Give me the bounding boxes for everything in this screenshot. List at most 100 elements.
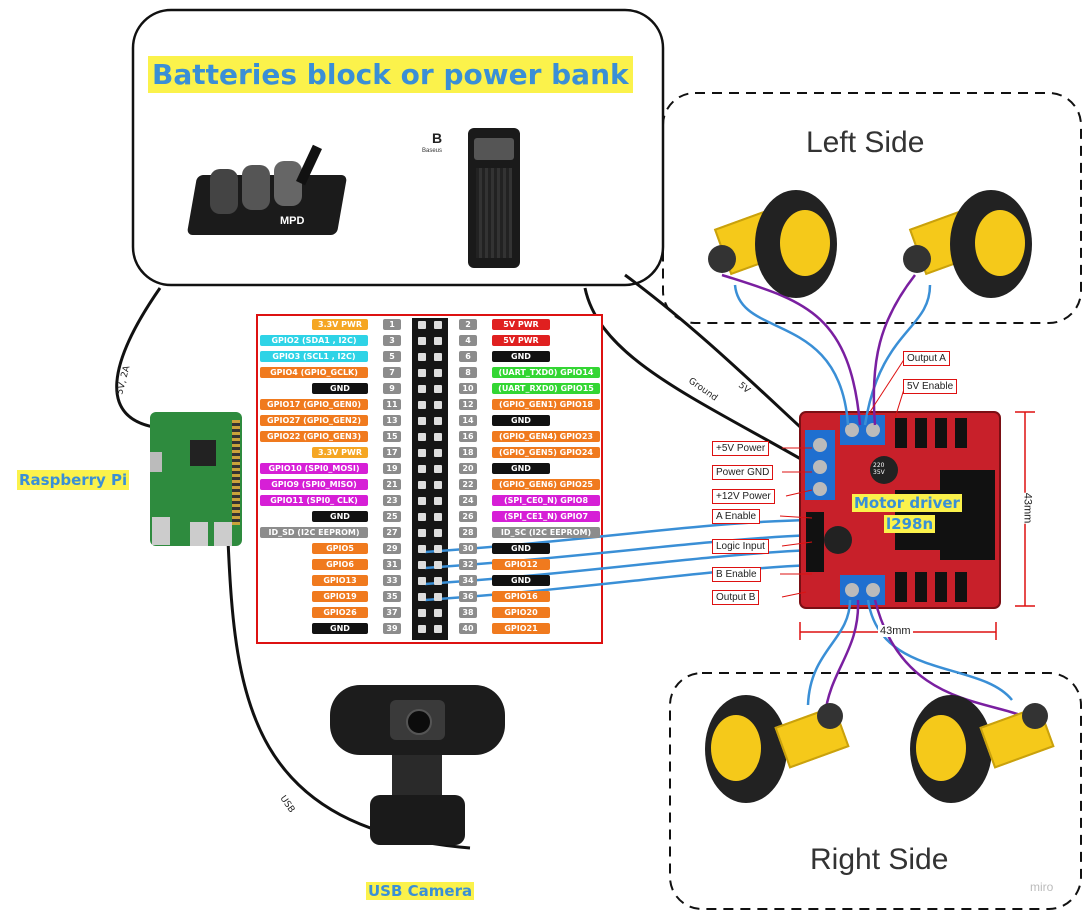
gpio-header-pin	[418, 417, 426, 425]
logic-input-label: Logic Input	[712, 539, 769, 554]
right-motor-wheel-2	[910, 695, 1070, 805]
height-dimension-label: 43mm	[1019, 492, 1036, 524]
gpio-right-label: GND	[492, 463, 550, 474]
gpio-header-pin	[418, 577, 426, 585]
gpio-left-pin-number: 9	[383, 383, 401, 394]
gpio-right-pin-number: 34	[459, 575, 477, 586]
gpio-right-pin-number: 38	[459, 607, 477, 618]
gpio-right-pin-number: 4	[459, 335, 477, 346]
gpio-right-label: (GPIO_GEN5) GPIO24	[492, 447, 600, 458]
usb-camera-label: USB Camera	[366, 882, 475, 900]
gpio-right-label: (SPI_CE1_N) GPIO7	[492, 511, 600, 522]
gpio-left-pin-number: 21	[383, 479, 401, 490]
gpio-left-label: GPIO2 (SDA1 , I2C)	[260, 335, 368, 346]
gpio-header-pin	[434, 497, 442, 505]
gpio-left-label: 3.3V PWR	[312, 319, 368, 330]
left-wire-blue-1	[733, 284, 850, 426]
gpio-right-pin-number: 10	[459, 383, 477, 394]
gpio-header-pin	[434, 529, 442, 537]
gpio-header-pin	[434, 353, 442, 361]
gpio-header-pin	[434, 417, 442, 425]
gpio-header-pin	[418, 545, 426, 553]
baseus-brand: Baseus	[422, 148, 443, 154]
gpio-right-label: GND	[492, 575, 550, 586]
gpio-header-pin	[418, 433, 426, 441]
gpio-right-label: (UART_TXD0) GPIO14	[492, 367, 600, 378]
gpio-header-pin	[434, 513, 442, 521]
gpio-header-pin	[418, 497, 426, 505]
gpio-left-label: GPIO22 (GPIO_GEN3)	[260, 431, 368, 442]
gpio-right-pin-number: 24	[459, 495, 477, 506]
right-side-title: Right Side	[810, 843, 949, 876]
gpio-right-pin-number: 14	[459, 415, 477, 426]
left-wire-purple-1	[721, 273, 862, 426]
gpio-header-pin	[418, 625, 426, 633]
battery-pack-text: MPD	[280, 215, 305, 227]
gpio-right-pin-number: 28	[459, 527, 477, 538]
output-a-label: Output A	[903, 351, 950, 366]
left-side-box	[662, 92, 1082, 324]
left-wire-purple-2	[872, 274, 916, 426]
gpio-header-pin	[434, 321, 442, 329]
plus12v-power-label: +12V Power	[712, 489, 775, 504]
gpio-left-label: GND	[312, 511, 368, 522]
raspberry-pi-label: Raspberry Pi	[17, 470, 130, 490]
gpio-left-label: ID_SD (I2C EEPROM)	[260, 527, 368, 538]
five-v-wire-label: 5V	[736, 381, 752, 397]
gpio-left-pin-number: 23	[383, 495, 401, 506]
gpio-left-pin-number: 25	[383, 511, 401, 522]
gpio-left-label: GPIO6	[312, 559, 368, 570]
gpio-left-pin-number: 13	[383, 415, 401, 426]
gpio-right-pin-number: 22	[459, 479, 477, 490]
left-motor-wheel-1	[700, 190, 860, 300]
gpio-left-label: GPIO11 (SPI0_ CLK)	[260, 495, 368, 506]
gpio-header-pin	[434, 401, 442, 409]
gpio-right-label: ID_SC (I2C EEPROM)	[492, 527, 600, 538]
raspberry-pi-board	[150, 412, 242, 546]
power-gnd-label: Power GND	[712, 465, 774, 480]
gpio-left-label: GND	[312, 383, 368, 394]
gpio-right-pin-number: 18	[459, 447, 477, 458]
gpio-right-pin-number: 36	[459, 591, 477, 602]
gpio-left-label: GND	[312, 623, 368, 634]
gpio-right-pin-number: 30	[459, 543, 477, 554]
gpio-right-pin-number: 26	[459, 511, 477, 522]
gpio-header-pin	[418, 385, 426, 393]
gpio-header-pin	[434, 609, 442, 617]
gpio-left-label: GPIO10 (SPI0_MOSI)	[260, 463, 368, 474]
gpio-header-pin	[418, 337, 426, 345]
gpio-left-label: GPIO3 (SCL1 , I2C)	[260, 351, 368, 362]
right-wire-blue-2	[866, 599, 1013, 701]
gpio-right-pin-number: 16	[459, 431, 477, 442]
gpio-right-pin-number: 12	[459, 399, 477, 410]
right-wire-purple-1	[823, 599, 860, 716]
gpio-header-pin	[434, 369, 442, 377]
gpio-right-label: (SPI_CE0_N) GPIO8	[492, 495, 600, 506]
gpio-header-pin	[434, 577, 442, 585]
gpio-right-label: GND	[492, 351, 550, 362]
gpio-header-pin	[418, 513, 426, 521]
a-enable-label: A Enable	[712, 509, 761, 524]
battery-pack-image: MPD	[186, 144, 348, 245]
ground-wire	[583, 287, 821, 472]
gpio-right-pin-number: 2	[459, 319, 477, 330]
pi-power-wire	[115, 287, 162, 430]
right-wire-blue-1	[806, 599, 852, 706]
gpio-left-pin-number: 29	[383, 543, 401, 554]
gpio-header-strip	[412, 318, 448, 640]
baseus-logo: B	[431, 130, 443, 146]
gpio-header-pin	[434, 449, 442, 457]
gpio-left-label: GPIO4 (GPIO_GCLK)	[260, 367, 368, 378]
right-motor-wheel-1	[705, 695, 865, 805]
gpio-right-label: GPIO21	[492, 623, 550, 634]
gpio-left-pin-number: 3	[383, 335, 401, 346]
gpio-right-label: (GPIO_GEN4) GPIO23	[492, 431, 600, 442]
right-side-box	[669, 672, 1082, 910]
capacitor-text: 220 35V	[873, 462, 885, 476]
gpio-left-pin-number: 27	[383, 527, 401, 538]
gpio-right-pin-number: 40	[459, 623, 477, 634]
motor-driver-title: Motor driver	[852, 494, 962, 512]
logic-wire-2	[424, 533, 813, 570]
gpio-header-pin	[418, 481, 426, 489]
plus5v-power-label: +5V Power	[712, 441, 770, 456]
